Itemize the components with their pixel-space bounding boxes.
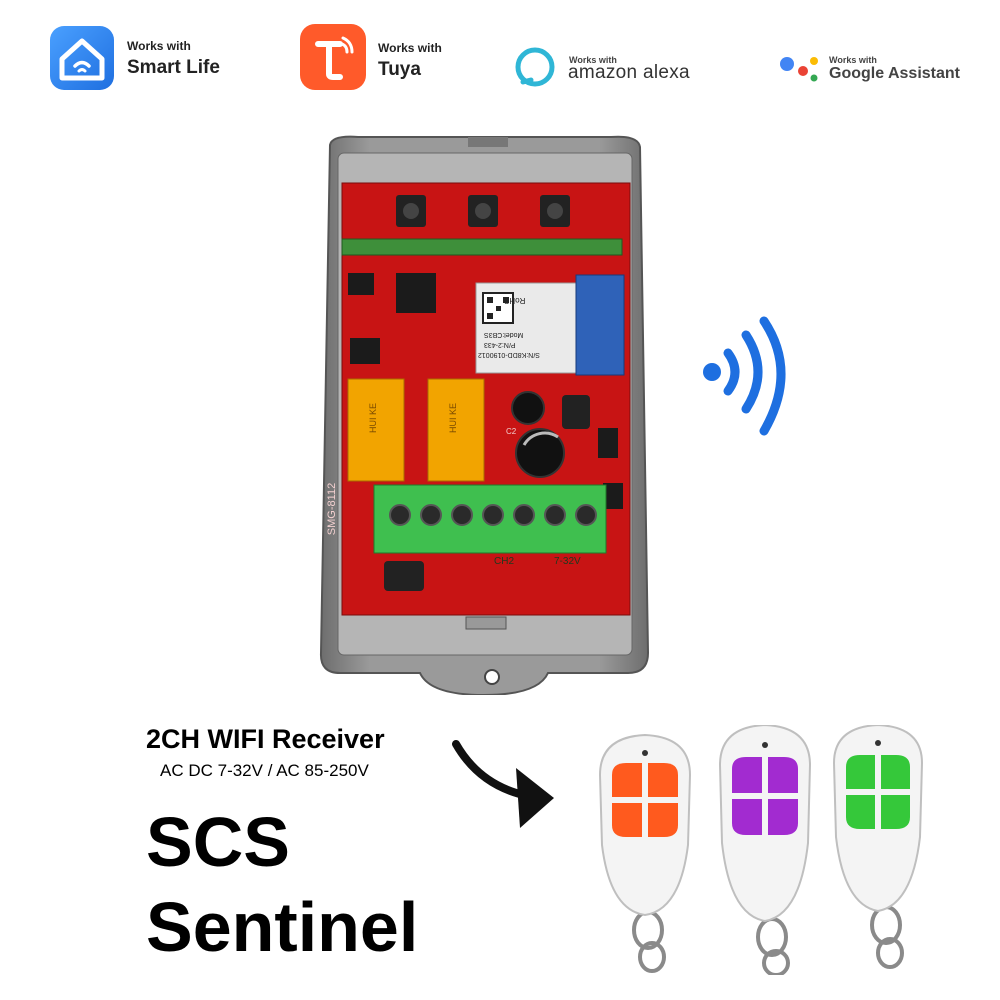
- google-assistant-icon: [778, 52, 824, 92]
- module-rohs-label: RoHS: [504, 296, 526, 305]
- brand-line-1: SCS: [146, 803, 290, 881]
- product-title: 2CH WIFI Receiver: [146, 724, 385, 754]
- smart-life-name: Smart Life: [127, 57, 220, 78]
- google-works-with: Works with: [829, 55, 877, 65]
- relay1-label: HUI KE: [368, 402, 379, 434]
- module-pn-label: P/N:2-433: [484, 341, 516, 348]
- alexa-works-with: Works with: [569, 55, 617, 65]
- alexa-icon: [514, 46, 556, 88]
- ch2-label: CH2: [494, 556, 515, 567]
- product-voltage-spec: AC DC 7-32V / AC 85-250V: [160, 761, 369, 780]
- cap-label: C2: [506, 427, 517, 436]
- alexa-name: amazon alexa: [568, 62, 690, 83]
- voltage-label: 7-32V: [554, 556, 581, 567]
- tuya-name: Tuya: [378, 59, 421, 80]
- tuya-works-with: Works with: [378, 41, 442, 55]
- smart-life-works-with: Works with: [127, 39, 191, 53]
- module-model-label: Model:CB3S: [484, 331, 524, 338]
- board-id-label: SMG-8112: [326, 482, 339, 536]
- compatibility-badges: Works with Smart Life Works with Tuya Wo…: [0, 0, 1000, 110]
- module-sn-label: S/N:K8DD-0190012: [478, 351, 540, 358]
- google-name: Google Assistant: [829, 65, 960, 82]
- relay2-label: HUI KE: [448, 402, 459, 434]
- smart-life-icon: [50, 26, 114, 90]
- brand-line-2: Sentinel: [146, 888, 419, 966]
- tuya-icon: [300, 24, 366, 90]
- remote-fobs: [590, 723, 1000, 977]
- curved-arrow-icon: [450, 738, 560, 833]
- receiver-case: RoHS Model:CB3S P/N:2-433 S/N:K8DD-01900…: [318, 133, 651, 697]
- wifi-signal-icon: [700, 315, 795, 440]
